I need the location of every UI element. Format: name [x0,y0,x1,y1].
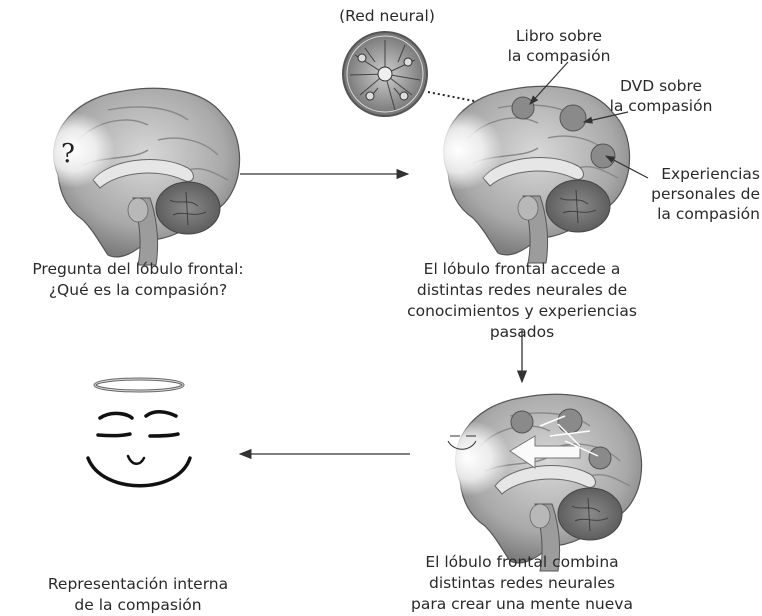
caption-combine: El lóbulo frontal combina distintas rede… [411,553,633,613]
mouth-curl [126,454,146,465]
brain-question [31,87,241,266]
label-neural-network: (Red neural) [339,7,435,25]
caption-face: Representación interna de la compasión [47,575,229,614]
left-eye [96,411,134,438]
label-experiences: Experiencias personales de la compasión [651,165,760,223]
brain-combine [426,393,643,572]
smile [86,456,192,488]
caption-question: Pregunta del lóbulo frontal: ¿Qué es la … [32,260,244,299]
book-pointer [529,61,569,105]
label-book: Libro sobre la compasión [507,27,611,65]
compassion-face [86,377,192,488]
experiences-pointer [604,155,649,179]
brain-access [413,85,631,264]
caption-access: El lóbulo frontal accede a distintas red… [407,260,637,341]
network-connector [427,91,521,111]
question-mark: ? [61,139,75,169]
label-dvd: DVD sobre la compasión [609,77,713,115]
dvd-pointer [582,111,629,124]
neural-network-inset [342,31,428,117]
right-eye [144,410,180,438]
